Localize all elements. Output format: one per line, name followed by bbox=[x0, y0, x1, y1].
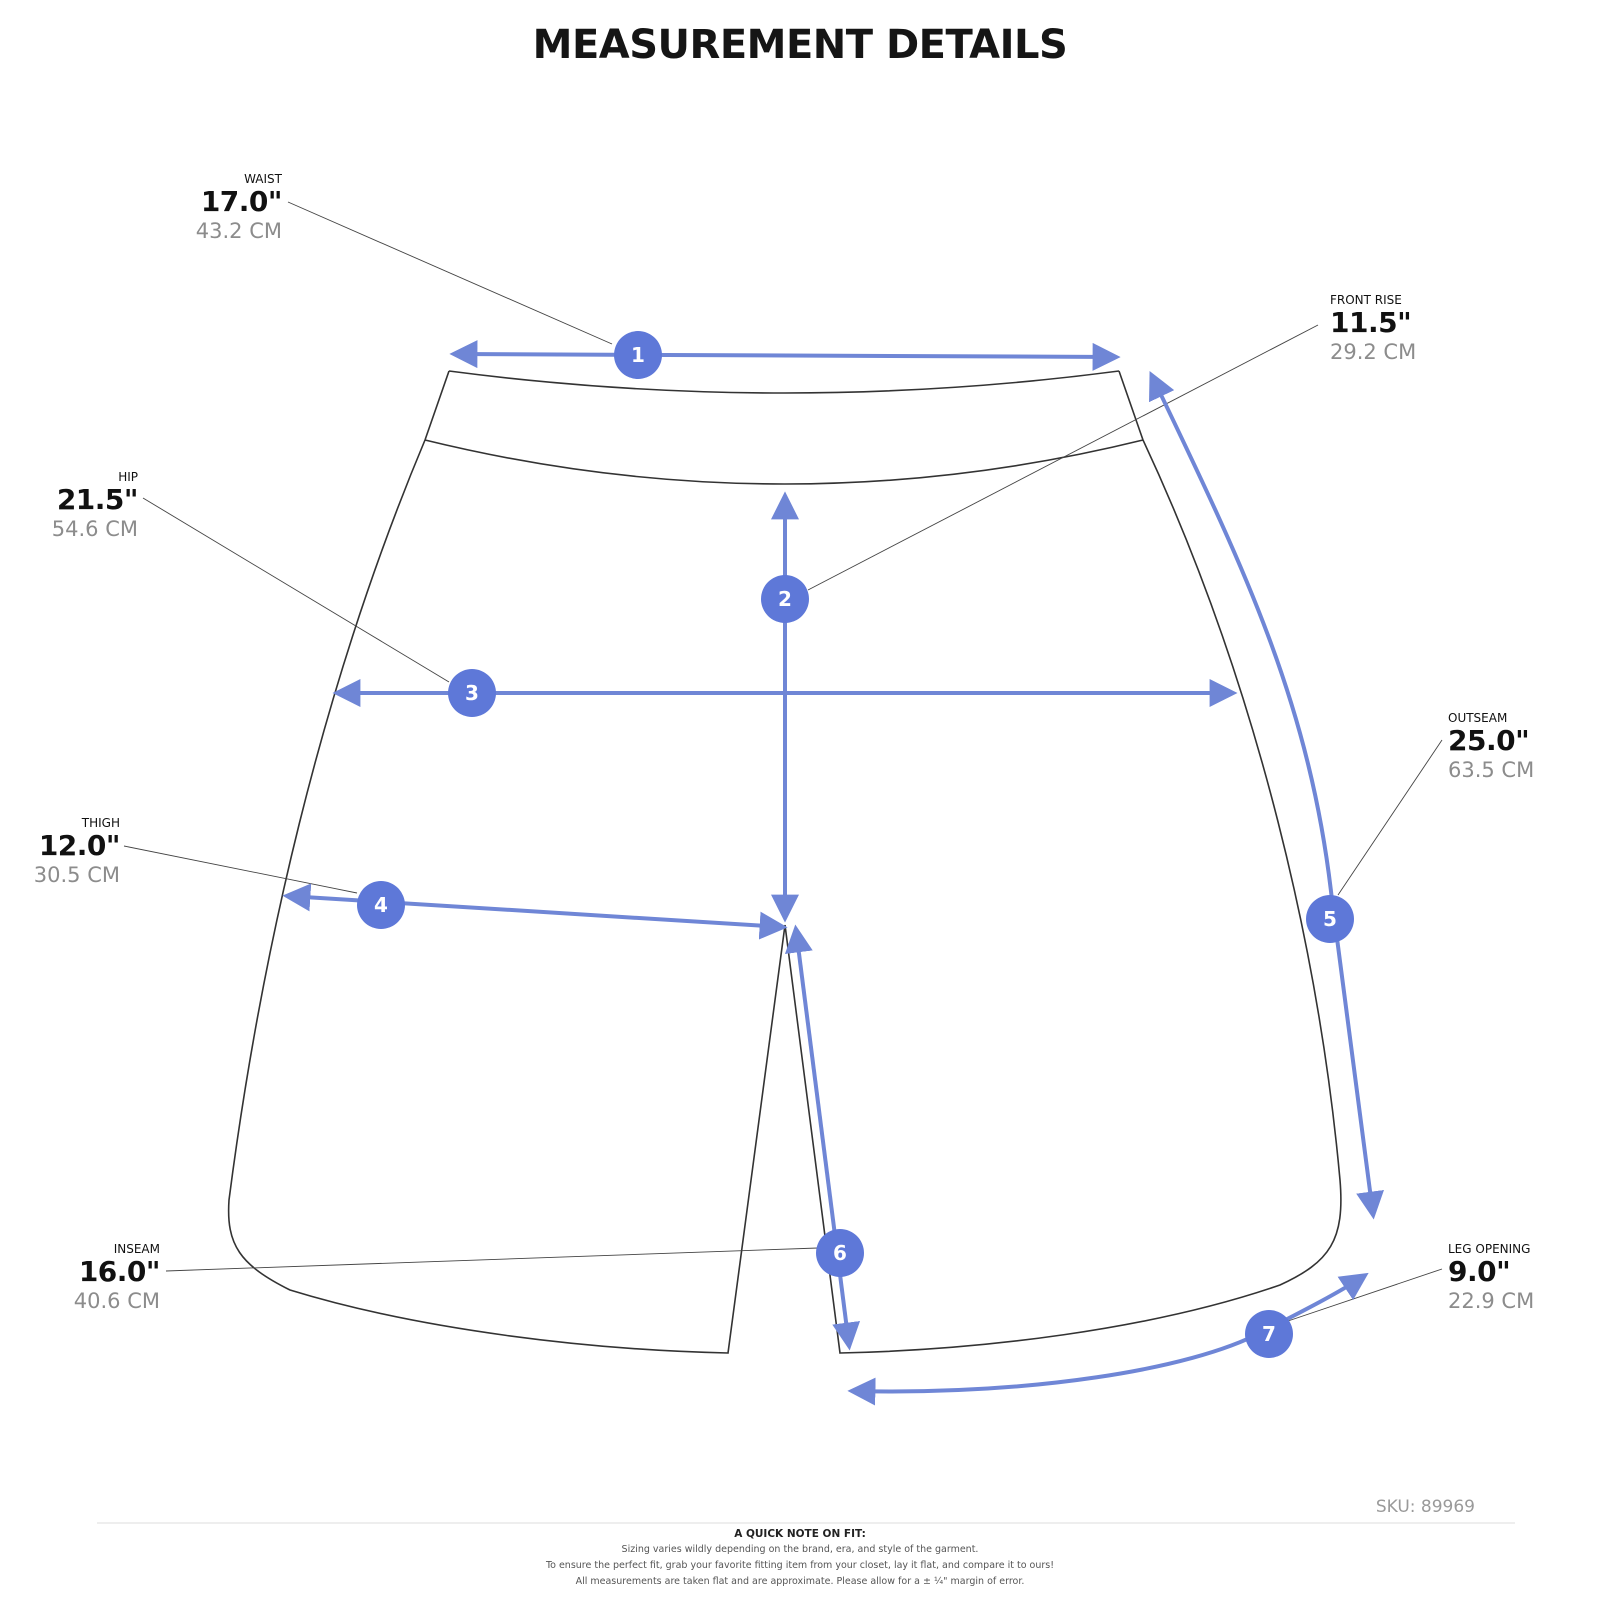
inseam-arrow bbox=[784, 924, 861, 1351]
badge-4: 4 bbox=[357, 881, 405, 929]
waistband-left-edge bbox=[424, 370, 450, 441]
fit-note-heading: A QUICK NOTE ON FIT: bbox=[734, 1528, 866, 1540]
hip-name: HIP bbox=[118, 470, 138, 484]
outseam-inches: 25.0" bbox=[1448, 724, 1530, 757]
waistband-bottom bbox=[424, 439, 1144, 485]
badge-3: 3 bbox=[448, 669, 496, 717]
svg-text:6: 6 bbox=[833, 1241, 847, 1265]
waist-arrow bbox=[449, 340, 1121, 371]
badge-5: 5 bbox=[1306, 895, 1354, 943]
leader-hip bbox=[142, 497, 450, 683]
leg-opening-arrow bbox=[847, 1272, 1369, 1406]
badge-2: 2 bbox=[761, 575, 809, 623]
waist-name: WAIST bbox=[244, 172, 282, 186]
waist-cm: 43.2 CM bbox=[195, 219, 282, 243]
fit-note-line: To ensure the perfect fit, grab your fav… bbox=[545, 1560, 1055, 1571]
inseam-name: INSEAM bbox=[113, 1242, 160, 1256]
badge-6: 6 bbox=[816, 1229, 864, 1277]
svg-text:1: 1 bbox=[631, 343, 645, 367]
leg-opening-label: LEG OPENING 9.0" 22.9 CM bbox=[1448, 1242, 1534, 1314]
front-rise-inches: 11.5" bbox=[1330, 306, 1412, 339]
inseam-label: INSEAM 16.0" 40.6 CM bbox=[73, 1242, 161, 1314]
hip-inches: 21.5" bbox=[56, 483, 139, 516]
thigh-cm: 30.5 CM bbox=[33, 863, 120, 887]
leader-thigh bbox=[123, 845, 358, 894]
badge-1: 1 bbox=[614, 331, 662, 379]
waistband-right-edge bbox=[1118, 370, 1144, 441]
inseam-cm: 40.6 CM bbox=[73, 1289, 160, 1313]
outseam-arrow bbox=[1149, 370, 1384, 1220]
leader-waist bbox=[287, 201, 613, 345]
fit-note-line: All measurements are taken flat and are … bbox=[575, 1576, 1025, 1587]
hip-label: HIP 21.5" 54.6 CM bbox=[51, 470, 139, 542]
leader-front-rise bbox=[807, 324, 1319, 591]
waistband-top bbox=[448, 370, 1120, 394]
thigh-name: THIGH bbox=[81, 816, 120, 830]
left-leg-outline bbox=[227, 439, 786, 1354]
waist-label: WAIST 17.0" 43.2 CM bbox=[195, 172, 283, 244]
front-rise-cm: 29.2 CM bbox=[1330, 340, 1417, 364]
leg-opening-inches: 9.0" bbox=[1448, 1255, 1511, 1288]
leader-inseam bbox=[165, 1247, 819, 1272]
hip-cm: 54.6 CM bbox=[51, 517, 138, 541]
waist-inches: 17.0" bbox=[200, 185, 283, 218]
leg-opening-cm: 22.9 CM bbox=[1448, 1289, 1535, 1313]
outseam-label: OUTSEAM 25.0" 63.5 CM bbox=[1448, 711, 1534, 783]
thigh-inches: 12.0" bbox=[38, 829, 121, 862]
sku-label: SKU: 89969 bbox=[1375, 1497, 1475, 1517]
leg-opening-name: LEG OPENING bbox=[1448, 1242, 1531, 1256]
fit-note: A QUICK NOTE ON FIT: Sizing varies wildl… bbox=[0, 1527, 1600, 1590]
fit-note-line: Sizing varies wildly depending on the br… bbox=[621, 1544, 979, 1555]
svg-text:7: 7 bbox=[1262, 1322, 1276, 1346]
svg-text:4: 4 bbox=[374, 893, 388, 917]
front-rise-label: FRONT RISE 11.5" 29.2 CM bbox=[1330, 293, 1416, 365]
front-rise-name: FRONT RISE bbox=[1330, 293, 1402, 307]
inseam-inches: 16.0" bbox=[78, 1255, 161, 1288]
outseam-name: OUTSEAM bbox=[1448, 711, 1508, 725]
svg-text:3: 3 bbox=[465, 681, 479, 705]
right-leg-outline bbox=[784, 439, 1342, 1354]
leader-outseam bbox=[1337, 739, 1443, 896]
page-title: MEASUREMENT DETAILS bbox=[532, 22, 1068, 68]
outseam-cm: 63.5 CM bbox=[1448, 758, 1535, 782]
svg-text:5: 5 bbox=[1323, 907, 1337, 931]
thigh-label: THIGH 12.0" 30.5 CM bbox=[33, 816, 121, 888]
svg-text:2: 2 bbox=[778, 587, 792, 611]
badge-7: 7 bbox=[1245, 1310, 1293, 1358]
